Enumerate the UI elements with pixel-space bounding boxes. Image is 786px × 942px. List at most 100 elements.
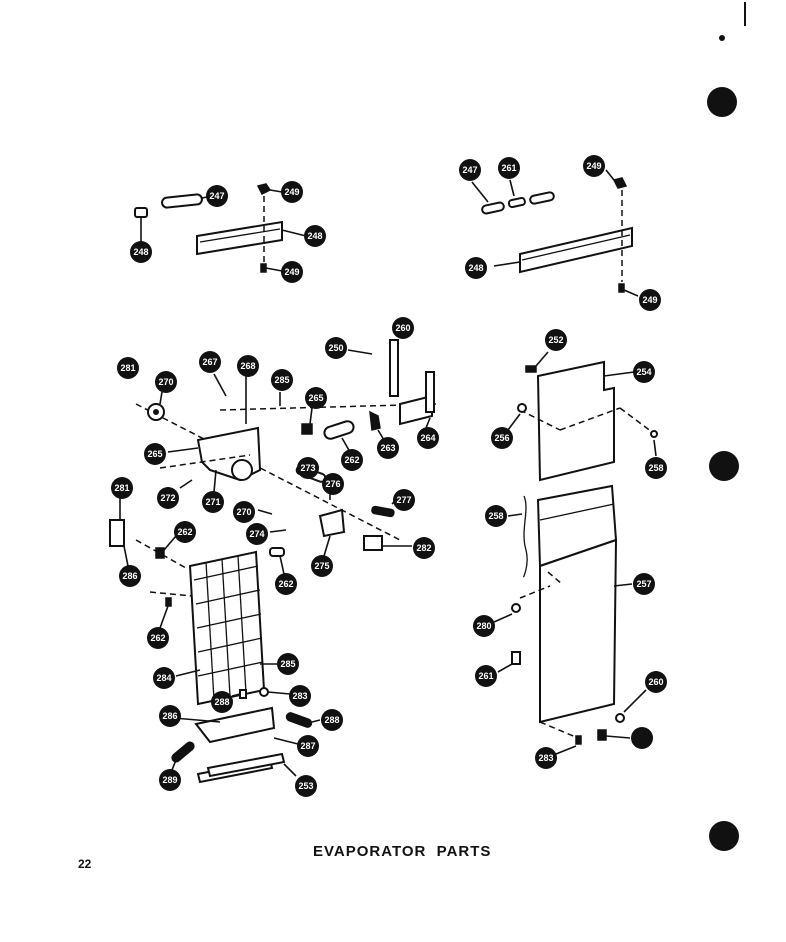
callout-bubble: 272: [157, 487, 179, 509]
callout-number: 263: [380, 443, 395, 453]
callout-bubble: 281: [111, 477, 133, 499]
callout-bubble: 262: [341, 449, 363, 471]
callout-number: 248: [133, 247, 148, 257]
callout-number: 253: [298, 781, 313, 791]
callout-bubble: 280: [473, 615, 495, 637]
callout-number: 248: [307, 231, 322, 241]
callout-bubble: 275: [311, 555, 333, 577]
callout-number: 287: [300, 741, 315, 751]
callout-number: 262: [150, 633, 165, 643]
callout-number: 262: [344, 455, 359, 465]
callout-number: 283: [538, 753, 553, 763]
callout-number: 276: [325, 479, 340, 489]
page-number: 22: [78, 857, 92, 871]
callout-number: 286: [162, 711, 177, 721]
callout-bubble: 248: [304, 225, 326, 247]
callout-bubble: 268: [237, 355, 259, 377]
callout-number: 252: [548, 335, 563, 345]
callout-bubble: 262: [174, 521, 196, 543]
callout-bubble: 288: [321, 709, 343, 731]
callout-number: 281: [114, 483, 129, 493]
callout-number: 286: [122, 571, 137, 581]
callout-bubble: 283: [535, 747, 557, 769]
callout-bubble: 260: [392, 317, 414, 339]
callout-number: 249: [586, 161, 601, 171]
callout-number: 288: [214, 697, 229, 707]
callout-bubble: 289: [159, 769, 181, 791]
callout-bubble: 276: [322, 473, 344, 495]
callout-number: 273: [300, 463, 315, 473]
callout-number: 258: [648, 463, 663, 473]
callout-bubble: 258: [645, 457, 667, 479]
callout-bubble: 249: [639, 289, 661, 311]
callout-number: 247: [209, 191, 224, 201]
callout-number: 261: [478, 671, 493, 681]
callout-number: 262: [278, 579, 293, 589]
callout-number: 285: [280, 659, 295, 669]
callout-number: 264: [420, 433, 435, 443]
callout-bubble: 262: [147, 627, 169, 649]
callout-number: 250: [328, 343, 343, 353]
callout-bubble: 265: [305, 387, 327, 409]
callout-number: 249: [642, 295, 657, 305]
callout-number: 248: [468, 263, 483, 273]
callout-number: 284: [156, 673, 171, 683]
callout-bubble: 258: [485, 505, 507, 527]
callout-bubble: 257: [633, 573, 655, 595]
callout-number: 260: [648, 677, 663, 687]
callout-number: 247: [462, 165, 477, 175]
callout-number: 280: [476, 621, 491, 631]
callout-bubble: 247: [206, 185, 228, 207]
callout-bubble: 270: [233, 501, 255, 523]
callout-bubble: 252: [545, 329, 567, 351]
callout-number: 265: [147, 449, 162, 459]
callout-number: 274: [249, 529, 264, 539]
callout-bubble: 253: [295, 775, 317, 797]
callout-number: 267: [202, 357, 217, 367]
callout-bubble: 249: [281, 261, 303, 283]
registration-marks: [707, 2, 746, 851]
callout-number: 272: [160, 493, 175, 503]
callout-bubble: 248: [130, 241, 152, 263]
callout-number: 249: [284, 187, 299, 197]
callout-number: 270: [236, 507, 251, 517]
callout-number: 271: [205, 497, 220, 507]
upper-right-rail-group: [471, 169, 639, 297]
callout-bubble: 254: [633, 361, 655, 383]
callout-bubble: 285: [271, 369, 293, 391]
callout-number: 254: [636, 367, 651, 377]
callout-bubble: 282: [413, 537, 435, 559]
callout-bubble: 265: [144, 443, 166, 465]
callout-bubble: 270: [155, 371, 177, 393]
callout-bubble: 262: [275, 573, 297, 595]
callout-bubble: 287: [297, 735, 319, 757]
callout-bubble: [631, 727, 653, 749]
callout-number: 275: [314, 561, 329, 571]
callout-number: 265: [308, 393, 323, 403]
callout-number: 288: [324, 715, 339, 725]
callout-bubble: 286: [119, 565, 141, 587]
evaporator-coil-group: [109, 496, 321, 784]
callout-bubble: 249: [583, 155, 605, 177]
callout-number: 281: [120, 363, 135, 373]
callout-number: 262: [177, 527, 192, 537]
callout-number: 282: [416, 543, 431, 553]
upper-left-rail-group: [134, 183, 307, 273]
callout-bubble: 288: [211, 691, 233, 713]
callout-bubble: 250: [325, 337, 347, 359]
callout-labels: 247 248 248 249 249 248 247 261 249 250 …: [111, 155, 667, 797]
callout-bubble: 263: [377, 437, 399, 459]
callout-number: 277: [396, 495, 411, 505]
callout-number: 256: [494, 433, 509, 443]
callout-number: 289: [162, 775, 177, 785]
callout-number: 268: [240, 361, 255, 371]
callout-bubble: 277: [393, 489, 415, 511]
callout-bubble: 247: [459, 159, 481, 181]
callout-bubble: 274: [246, 523, 268, 545]
callout-bubble: 286: [159, 705, 181, 727]
callout-bubble: 260: [645, 671, 667, 693]
callout-number: 258: [488, 511, 503, 521]
callout-bubble: 271: [202, 491, 224, 513]
callout-bubble: 248: [465, 257, 487, 279]
